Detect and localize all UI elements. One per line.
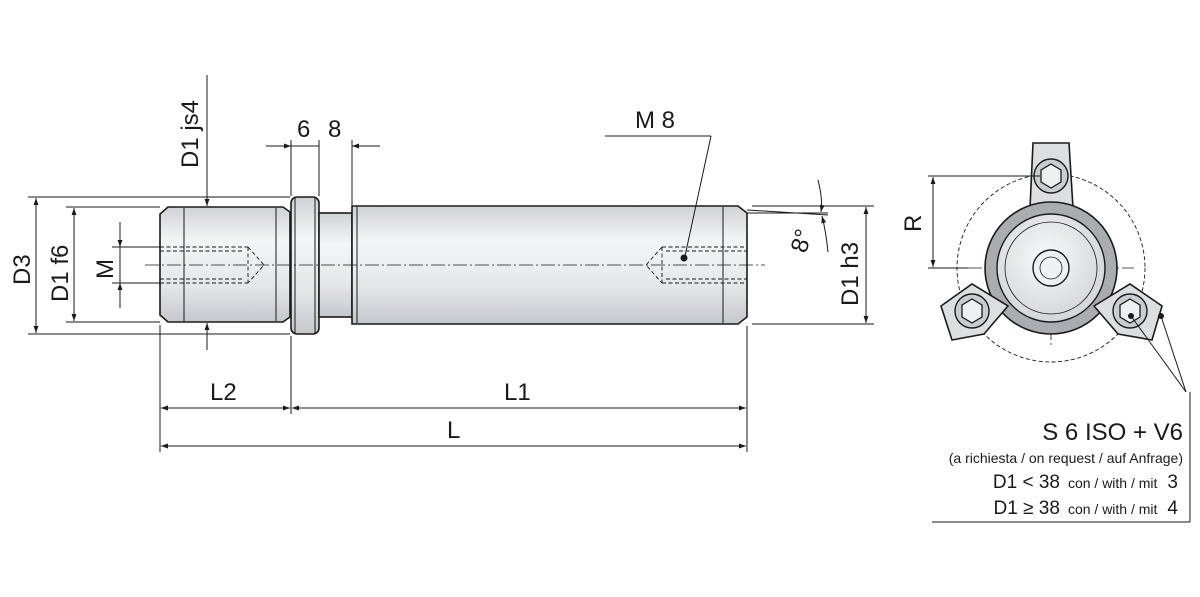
note-block: S 6 ISO + V6 (a richiesta / on request /… <box>932 392 1191 523</box>
clamp-right <box>1092 283 1164 341</box>
label-l1: L1 <box>504 379 531 406</box>
label-r: R <box>900 215 927 232</box>
label-d1-f6: D1 f6 <box>47 245 74 302</box>
right-threaded-hole <box>645 246 747 284</box>
label-l2: L2 <box>210 379 237 406</box>
clamp-top <box>1029 142 1074 209</box>
shaft-side-view <box>145 196 765 335</box>
note-title: S 6 ISO + V6 <box>1042 419 1183 446</box>
center-bore <box>1032 249 1070 287</box>
label-d1-h3: D1 h3 <box>837 242 864 306</box>
front-view <box>928 142 1187 393</box>
label-d1-js4: D1 js4 <box>177 100 204 168</box>
shaft-left-journal <box>159 206 291 323</box>
label-d3: D3 <box>9 254 36 285</box>
dimension-labels: D1 js4 6 8 M 8 D3 D1 f6 M 8° D1 h3 L2 L1… <box>9 100 927 444</box>
label-angle: 8° <box>786 226 818 256</box>
label-m8: M 8 <box>635 107 675 134</box>
dimension-lines <box>28 75 874 452</box>
left-threaded-hole <box>160 246 265 284</box>
note-subtitle: (a richiesta / on request / auf Anfrage) <box>949 450 1183 466</box>
clamp-left <box>940 283 1010 341</box>
label-six: 6 <box>297 116 310 143</box>
label-eight: 8 <box>328 116 341 143</box>
label-l: L <box>447 417 460 444</box>
label-m: M <box>92 259 119 279</box>
